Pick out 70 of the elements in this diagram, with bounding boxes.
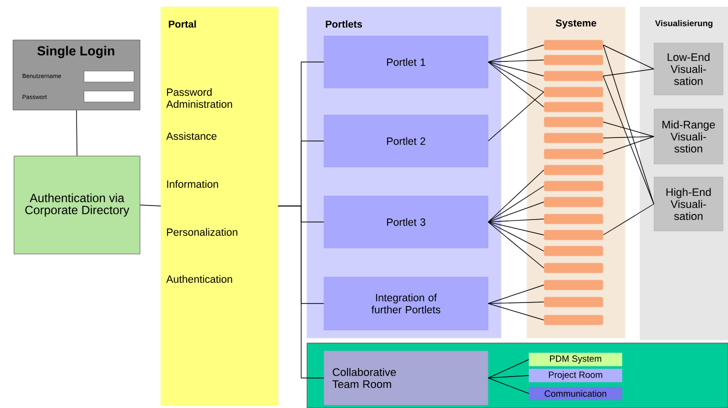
- panel-heading: Portlets: [326, 20, 362, 28]
- panel-heading: Systeme: [556, 19, 596, 29]
- connector-line: [488, 222, 544, 252]
- system-bar: [544, 86, 604, 98]
- connector-line: [488, 62, 544, 76]
- tag-box: Communication: [528, 386, 622, 400]
- connector-line: [76, 110, 78, 156]
- connector-line: [602, 204, 654, 236]
- connector-line: [488, 218, 544, 222]
- system-bar: [544, 196, 604, 208]
- system-bar: [544, 40, 604, 50]
- system-bar: [544, 314, 604, 326]
- portlet-box: Portlet 1: [324, 36, 488, 88]
- menu-item: Authentication: [166, 275, 232, 283]
- system-bar: [544, 132, 604, 144]
- portlet-box: Collaborative Team Room: [324, 350, 488, 406]
- system-bar: [544, 180, 604, 192]
- menu-item: Password Administration: [166, 88, 232, 108]
- system-bar: [544, 70, 604, 82]
- system-bar: [544, 164, 604, 176]
- system-bar: [544, 280, 604, 290]
- connector-line: [488, 60, 544, 62]
- connector-line: [488, 44, 544, 62]
- system-bar: [544, 102, 604, 112]
- box-title: Single Login: [37, 46, 114, 58]
- connector-line: [488, 222, 544, 268]
- system-bar: [544, 214, 604, 224]
- system-bar: [544, 148, 604, 160]
- portlet-box: Integration of further Portlets: [324, 276, 488, 330]
- portlet-box: Portlet 3: [324, 196, 488, 248]
- connector-line: [488, 222, 544, 236]
- panel-heading: Visualisierung: [655, 20, 712, 28]
- visualisation-box: Mid-Range Visuali- sstion: [654, 108, 724, 164]
- portlet-box: Portlet 2: [324, 114, 488, 168]
- connector-line: [278, 206, 324, 378]
- connector-line: [602, 68, 654, 76]
- connector-line: [488, 302, 544, 304]
- system-bar: [544, 296, 604, 308]
- connector-line: [488, 378, 530, 394]
- connector-line: [488, 303, 544, 320]
- connector-line: [602, 122, 654, 137]
- menu-item: Information: [167, 180, 218, 188]
- column-heading: Portal: [168, 20, 196, 28]
- connector-line: [488, 284, 544, 304]
- visualisation-box: High-End Visuali- sation: [654, 176, 724, 232]
- system-bar: [544, 116, 604, 128]
- menu-item: Assistance: [166, 132, 216, 140]
- tag-box: Project Room: [528, 368, 622, 382]
- menu-item: Personalization: [167, 228, 238, 236]
- connector-line: [488, 62, 544, 92]
- connector-line: [140, 204, 162, 206]
- connector-line: [602, 136, 654, 154]
- connector-line: [488, 202, 544, 222]
- connector-line: [488, 92, 544, 142]
- connector-line: [488, 359, 530, 378]
- process-box: Authentication via Corporate Directory: [14, 156, 140, 254]
- connector-line: [488, 375, 530, 378]
- system-bar: [544, 262, 604, 274]
- system-bar: [544, 54, 604, 66]
- connector-line: [602, 76, 654, 204]
- connector-line: [602, 136, 654, 138]
- connector-line: [488, 186, 544, 222]
- system-bar: [544, 246, 604, 256]
- connector-line: [488, 62, 544, 108]
- connector-line: [488, 170, 544, 222]
- tag-box: PDM System: [528, 352, 622, 366]
- connector-line: [602, 44, 654, 70]
- visualisation-box: Low-End Visuali- sation: [654, 42, 724, 96]
- connector-line: [602, 44, 654, 204]
- system-bar: [544, 230, 604, 240]
